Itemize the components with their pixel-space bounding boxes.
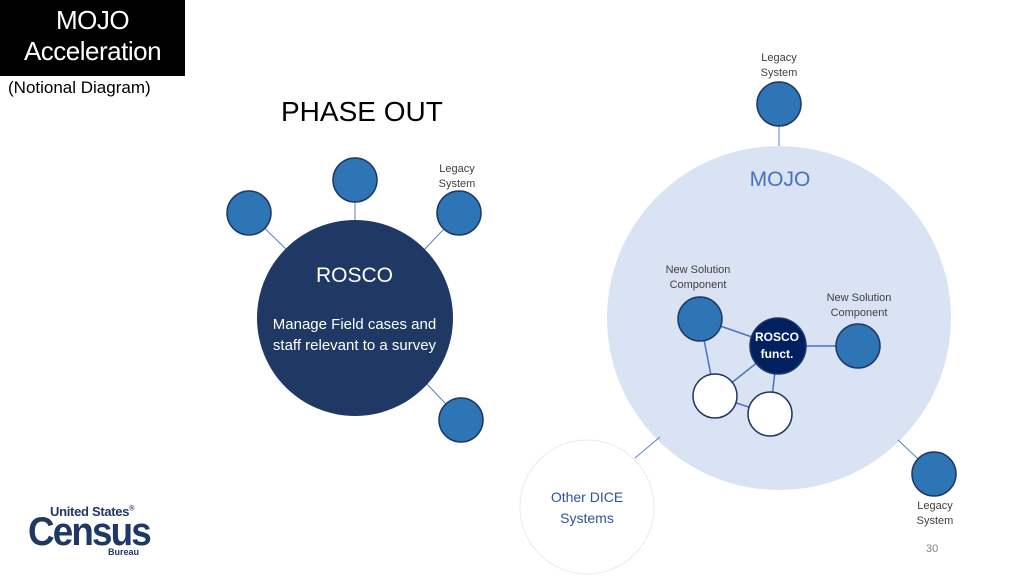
rosco-func-node (749, 317, 807, 375)
title-box: MOJO Acceleration (0, 0, 185, 76)
mojo-legacy-top-node (756, 81, 802, 127)
other-dice-label: Other DICE Systems (522, 487, 652, 529)
subtitle: (Notional Diagram) (8, 78, 151, 97)
logo-line-3: Bureau (108, 547, 140, 557)
legacy-bottom-right-node (911, 451, 957, 497)
other-dice-line-2: Systems (560, 510, 614, 526)
new-component-right-label: New Solution Component (819, 291, 899, 321)
mojo-legacy-top-label-line-1: Legacy (761, 52, 797, 64)
logo-line-2: Census (28, 510, 152, 554)
connector-mojo-other-dice (634, 436, 661, 459)
census-logo: United States® Census Bureau (14, 482, 158, 566)
title-line-1: MOJO (55, 5, 130, 35)
new-component-left-label-line-2: Component (669, 279, 727, 291)
rosco-node-bottom (438, 397, 484, 443)
rosco-func-line-1: ROSCO (754, 330, 799, 344)
legacy-bottom-right-label-line-1: Legacy (917, 500, 953, 512)
new-component-right-label-line-1: New Solution (826, 292, 892, 304)
other-dice-circle (519, 439, 655, 575)
title-line-2: Acceleration (23, 36, 162, 66)
rosco-legacy-label-line-2: System (438, 178, 476, 190)
rosco-node-legacy (436, 190, 482, 236)
rosco-legacy-label: Legacy System (431, 162, 483, 192)
new-component-left-label-line-1: New Solution (665, 264, 731, 276)
rosco-legacy-label-line-1: Legacy (439, 163, 475, 175)
other-dice-line-1: Other DICE (550, 489, 624, 505)
rosco-circle (257, 220, 453, 416)
logo-line-1-text: United States (50, 504, 130, 519)
page-number: 30 (926, 543, 939, 555)
new-component-right-label-line-2: Component (830, 307, 888, 319)
new-node-white-1 (692, 373, 738, 419)
logo-line-1: United States® (50, 504, 134, 519)
legacy-bottom-right-label: Legacy System (909, 499, 961, 529)
logo-registered-mark: ® (129, 505, 135, 513)
phase-out-label: PHASE OUT (281, 96, 443, 127)
new-component-left-node (677, 296, 723, 342)
rosco-description: Manage Field cases and staff relevant to… (272, 316, 437, 354)
mojo-title: MOJO (749, 168, 811, 191)
new-component-left-label: New Solution Component (658, 263, 738, 293)
new-node-white-2 (747, 391, 793, 437)
rosco-func-line-2: funct. (760, 347, 794, 361)
rosco-func-label: ROSCO funct. (748, 329, 806, 363)
rosco-node-left (226, 190, 272, 236)
rosco-title: ROSCO (315, 264, 393, 287)
mojo-legacy-top-label: Legacy System (753, 51, 805, 81)
legacy-bottom-right-label-line-2: System (916, 515, 954, 527)
new-component-right-node (835, 323, 881, 369)
rosco-node-top (332, 157, 378, 203)
mojo-legacy-top-label-line-2: System (760, 67, 798, 79)
